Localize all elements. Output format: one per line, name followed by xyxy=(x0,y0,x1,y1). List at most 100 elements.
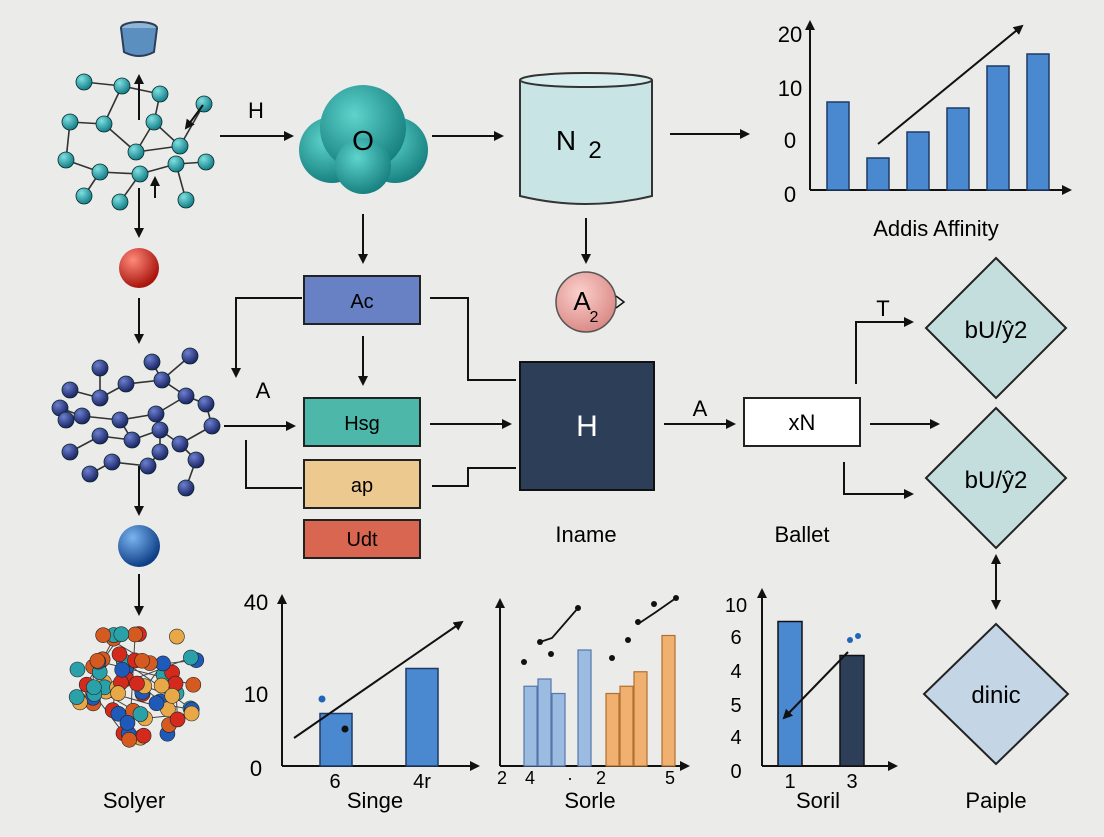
atom xyxy=(140,458,156,474)
atom xyxy=(154,372,170,388)
cup-icon xyxy=(121,22,157,56)
atom xyxy=(133,707,148,722)
atom xyxy=(204,418,220,434)
atom xyxy=(62,114,78,130)
atom xyxy=(96,628,111,643)
data-point xyxy=(625,637,631,643)
data-point xyxy=(521,659,527,665)
n2-cylinder xyxy=(520,73,652,204)
data-point xyxy=(609,655,615,661)
atom xyxy=(182,348,198,364)
trend-line xyxy=(540,608,578,642)
data-point xyxy=(319,696,326,703)
bar xyxy=(1027,54,1049,190)
y-tick-label: 0 xyxy=(730,761,741,783)
box-ap-label: ap xyxy=(351,475,373,497)
atom xyxy=(69,690,84,705)
box-ac-label: Ac xyxy=(350,291,373,313)
bar xyxy=(827,102,849,190)
atom xyxy=(152,444,168,460)
blue-sphere-icon xyxy=(118,525,160,567)
atom xyxy=(148,406,164,422)
atom xyxy=(122,732,137,747)
navy-molecule xyxy=(52,348,220,496)
atom xyxy=(152,86,168,102)
caption-paiple: Paiple xyxy=(965,788,1026,813)
atom xyxy=(128,144,144,160)
arrow-label-t: T xyxy=(876,296,889,321)
atom xyxy=(104,454,120,470)
a2-subscript: 2 xyxy=(590,309,599,326)
bar xyxy=(524,686,537,766)
atom xyxy=(136,728,151,743)
x-tick-label: 6 xyxy=(329,771,340,793)
bar xyxy=(552,694,565,767)
atom xyxy=(178,192,194,208)
atom xyxy=(188,452,204,468)
caption-solyer: Solyer xyxy=(103,788,165,813)
atom xyxy=(76,188,92,204)
y-tick-label: 10 xyxy=(244,682,268,707)
atom xyxy=(169,629,184,644)
y-tick-label: 5 xyxy=(730,695,741,717)
trend-line xyxy=(638,598,676,624)
y-tick-label: 0 xyxy=(250,756,262,781)
atom xyxy=(144,354,160,370)
y-tick-label: 4 xyxy=(730,727,741,749)
atom xyxy=(114,627,129,642)
box-xn-label: xN xyxy=(789,410,816,435)
atom xyxy=(198,154,214,170)
atom xyxy=(152,422,168,438)
atom xyxy=(149,696,164,711)
x-tick-label: 2 xyxy=(596,768,606,788)
diamond-2-label: bU/ŷ2 xyxy=(965,467,1028,494)
bar xyxy=(867,158,889,190)
y-tick-label: 0 xyxy=(784,182,796,207)
atom xyxy=(132,166,148,182)
atom xyxy=(90,653,105,668)
atom xyxy=(172,138,188,154)
atom xyxy=(92,428,108,444)
atom xyxy=(128,627,143,642)
atom xyxy=(172,436,188,452)
red-sphere-icon xyxy=(119,248,159,288)
box-udt-label: Udt xyxy=(346,529,378,551)
atom xyxy=(58,412,74,428)
mixed-cluster-molecule xyxy=(69,627,204,748)
bar xyxy=(620,686,633,766)
caption-iname: Iname xyxy=(555,522,616,547)
atom xyxy=(183,650,198,665)
atom xyxy=(70,662,85,677)
y-tick-label: 10 xyxy=(725,595,747,617)
x-tick-label: · xyxy=(567,768,573,788)
diamond-3-label: dinic xyxy=(971,682,1020,709)
caption-ballet: Ballet xyxy=(774,522,829,547)
atom xyxy=(135,653,150,668)
atom xyxy=(111,686,126,701)
data-point xyxy=(651,601,657,607)
atom xyxy=(74,408,90,424)
x-tick-label: 4 xyxy=(525,768,535,788)
bar xyxy=(320,714,352,767)
atom xyxy=(178,388,194,404)
atom xyxy=(118,376,134,392)
atom xyxy=(130,676,145,691)
data-point xyxy=(342,726,349,733)
atom xyxy=(76,74,92,90)
y-tick-label: 6 xyxy=(730,627,741,649)
bar xyxy=(840,656,864,767)
diamond-1-label: bU/ŷ2 xyxy=(965,317,1028,344)
atom xyxy=(186,677,201,692)
atom xyxy=(112,194,128,210)
chart-title: Singe xyxy=(347,788,403,813)
atom xyxy=(112,647,127,662)
atom xyxy=(96,116,112,132)
atom xyxy=(170,712,185,727)
atom xyxy=(120,715,135,730)
chart-title: Soril xyxy=(796,788,840,813)
